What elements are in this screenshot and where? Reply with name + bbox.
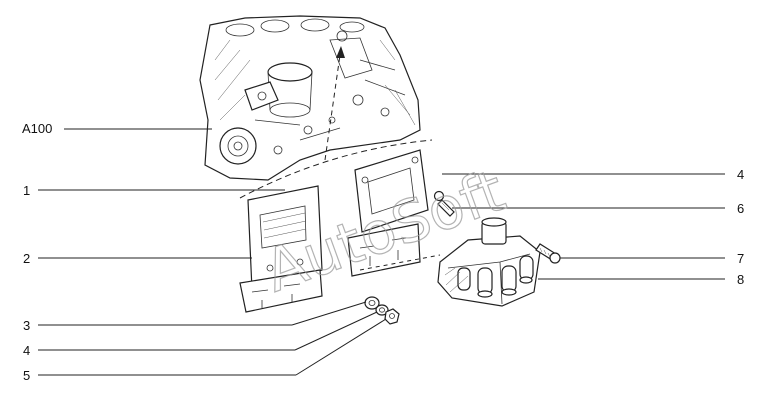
label-1: 1 xyxy=(23,183,30,198)
bracket-left xyxy=(239,185,323,313)
assembly-arrow xyxy=(324,46,345,161)
gasket-plate xyxy=(347,149,441,277)
bolt-7 xyxy=(535,243,561,264)
label-4-left: 4 xyxy=(23,343,30,358)
distributor-8 xyxy=(437,217,541,307)
label-4-right: 4 xyxy=(737,167,744,182)
label-3: 3 xyxy=(23,318,30,333)
label-7: 7 xyxy=(737,251,744,266)
mounting-outline-dashed xyxy=(239,139,433,199)
screw-6 xyxy=(433,190,455,217)
nut-5 xyxy=(384,308,400,325)
engine-block xyxy=(199,15,421,181)
label-2: 2 xyxy=(23,251,30,266)
washer-4 xyxy=(375,304,389,316)
label-6: 6 xyxy=(737,201,744,216)
label-a100: A100 xyxy=(22,121,52,136)
label-5: 5 xyxy=(23,368,30,383)
leader-lines xyxy=(38,128,725,376)
label-8: 8 xyxy=(737,272,744,287)
washer-3 xyxy=(364,296,380,310)
